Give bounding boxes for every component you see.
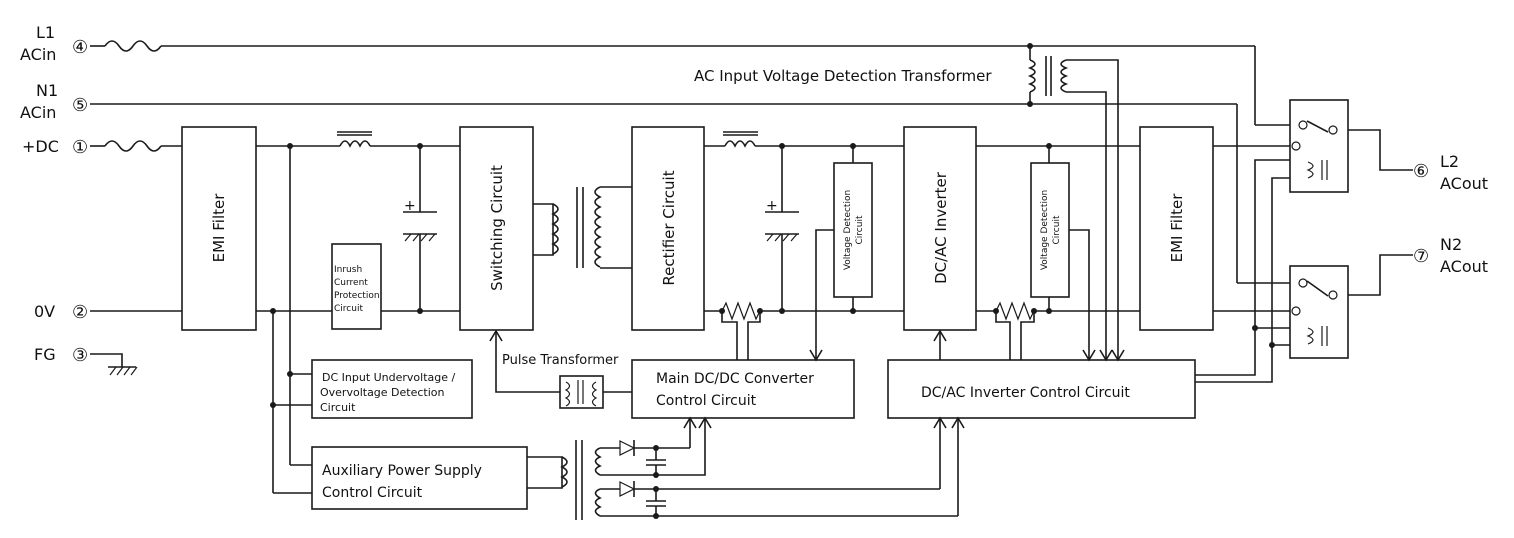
- main-dcdc-label-line2: Control Circuit: [656, 393, 757, 409]
- pulse-transformer-label: Pulse Transformer: [502, 353, 619, 368]
- junction-dots: [270, 43, 1275, 519]
- n1-terminal-number: ⑤: [72, 95, 88, 116]
- dc-plus-label: +DC: [22, 137, 59, 156]
- dc-plus-terminal-number: ①: [72, 137, 88, 158]
- dc-uv-label-line1: DC Input Undervoltage /: [322, 371, 456, 384]
- main-dcdc-control-block: [631, 359, 855, 419]
- inrush-current-protection-block: [331, 243, 382, 330]
- l1-label: L1: [36, 23, 55, 42]
- voltage-detection-block-1: [833, 162, 873, 298]
- voltage-detection-1-line2: Circuit: [855, 215, 865, 244]
- switching-circuit-label: Switching Circuit: [488, 165, 506, 291]
- output-capacitor-symbol: +: [765, 198, 799, 242]
- emi-filter-input: [181, 126, 257, 331]
- emi-filter-output: [1139, 126, 1214, 331]
- l1-sub-label: ACin: [20, 45, 56, 64]
- components: + +: [403, 56, 1338, 520]
- inrush-label-line4: Circuit: [334, 304, 363, 314]
- auxiliary-power-supply-block: [311, 446, 528, 510]
- n2-label: N2: [1440, 235, 1462, 254]
- l1-terminal-number: ④: [72, 37, 88, 58]
- fg-terminal-number: ③: [72, 345, 88, 366]
- rectifier-circuit-block: [631, 126, 705, 331]
- dcac-inverter-block: [903, 126, 977, 331]
- blocks: [181, 99, 1349, 510]
- terminal-labels: L1 ACin ④ N1 ACin ⑤ +DC ① 0V ② FG ③ ⑥ L2…: [20, 23, 1488, 366]
- l2-sub-label: ACout: [1440, 174, 1488, 193]
- switching-circuit-block: [459, 126, 534, 331]
- relay-l-block: [1289, 99, 1349, 193]
- ac-input-transformer-symbol: [1027, 56, 1069, 96]
- pulse-transformer-symbol: [564, 380, 598, 407]
- pulse-transformer-box: [559, 375, 604, 409]
- dcac-control-label: DC/AC Inverter Control Circuit: [921, 385, 1130, 401]
- n1-sub-label: ACin: [20, 103, 56, 122]
- main-transformer-symbol: [551, 186, 602, 268]
- annotations: Pulse Transformer AC Input Voltage Detec…: [502, 67, 992, 368]
- l2-label: L2: [1440, 152, 1459, 171]
- relay-n-symbol: [1291, 278, 1338, 346]
- dc-uv-label-line3: Circuit: [320, 401, 356, 414]
- dcac-inverter-control-block: [887, 359, 1196, 419]
- aux-diode-2: [619, 481, 636, 497]
- l2-terminal-number: ⑥: [1413, 161, 1429, 182]
- wiring: [90, 40, 1413, 517]
- voltage-detection-2-line2: Circuit: [1052, 215, 1062, 244]
- zero-volt-terminal-number: ②: [72, 302, 88, 323]
- voltage-detection-block-2: [1030, 162, 1070, 298]
- voltage-detection-2-line1: Voltage Detection: [1040, 190, 1050, 270]
- aux-transformer-symbol: [560, 440, 602, 520]
- inrush-label-line1: Inrush: [334, 265, 362, 275]
- svg-text:+: +: [766, 198, 778, 214]
- relay-n-block: [1289, 265, 1349, 359]
- n2-sub-label: ACout: [1440, 257, 1488, 276]
- main-dcdc-label-line1: Main DC/DC Converter: [656, 371, 814, 387]
- aux-cap-2: [646, 500, 666, 507]
- zero-volt-label: 0V: [34, 302, 55, 321]
- dcac-inverter-label: DC/AC Inverter: [932, 171, 950, 284]
- rectifier-circuit-label: Rectifier Circuit: [660, 170, 678, 285]
- emi-filter-output-label: EMI Filter: [1168, 193, 1186, 263]
- aux-diode-1: [619, 440, 636, 456]
- aux-cap-1: [646, 459, 666, 466]
- dc-undervoltage-detection-block: [311, 359, 473, 419]
- signal-arrows: [489, 329, 1125, 429]
- n2-terminal-number: ⑦: [1413, 246, 1429, 267]
- ac-input-transformer-label: AC Input Voltage Detection Transformer: [694, 67, 992, 85]
- aux-supply-label-line1: Auxiliary Power Supply: [322, 463, 482, 479]
- n1-label: N1: [36, 81, 58, 100]
- inrush-label-line2: Current: [334, 278, 368, 288]
- block-labels: EMI Filter Inrush Current Protection Cir…: [210, 165, 1186, 501]
- dc-uv-label-line2: Overvoltage Detection: [320, 386, 445, 399]
- aux-supply-label-line2: Control Circuit: [322, 485, 423, 501]
- fg-label: FG: [34, 345, 56, 364]
- input-capacitor-symbol: +: [403, 198, 437, 242]
- emi-filter-input-label: EMI Filter: [210, 193, 228, 263]
- inrush-label-line3: Protection: [334, 291, 380, 301]
- svg-text:+: +: [404, 198, 416, 214]
- relay-l-symbol: [1291, 120, 1338, 180]
- voltage-detection-1-line1: Voltage Detection: [843, 190, 853, 270]
